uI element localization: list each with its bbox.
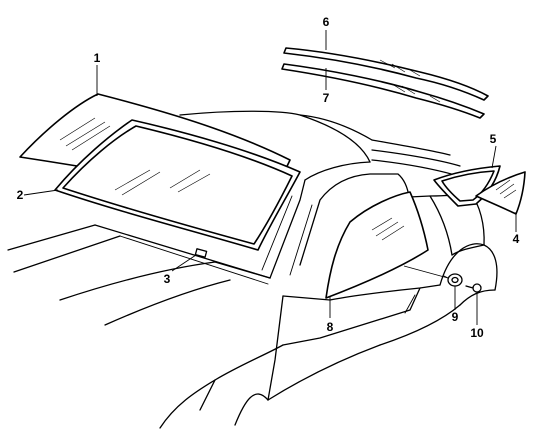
part-3-clip: [194, 248, 208, 258]
part-2-windshield-seal: [54, 119, 301, 251]
callout-9: 9: [452, 310, 459, 324]
callout-3: 3: [164, 272, 171, 286]
part-7-rear-seal: [281, 63, 485, 119]
leader-lines: [23, 30, 517, 325]
car-body-outline: [7, 110, 498, 429]
callout-2: 2: [17, 188, 24, 202]
callout-4: 4: [513, 232, 520, 246]
callout-8: 8: [327, 320, 334, 334]
callout-10: 10: [470, 326, 484, 340]
callout-6: 6: [323, 15, 330, 29]
part-9-nut: [443, 273, 463, 287]
callout-5: 5: [490, 132, 497, 146]
callout-1: 1: [94, 51, 101, 65]
part-4-quarter-glass: [475, 171, 526, 215]
callout-7: 7: [323, 91, 330, 105]
part-10-screw: [465, 283, 482, 293]
part-6-rear-strip: [283, 47, 489, 101]
callout-labels: 1 2 3 4 5 6 7 8 9 10: [17, 15, 520, 340]
part-8-door-glass: [325, 191, 429, 299]
